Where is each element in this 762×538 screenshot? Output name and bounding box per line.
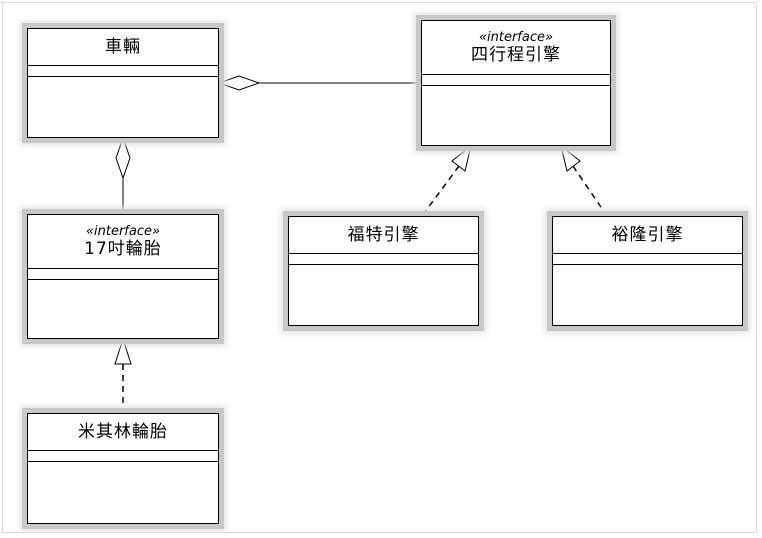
class-yulon-engine-operations (553, 265, 742, 325)
realization-arrowhead-yulon-engine (560, 144, 581, 172)
class-tire-name: 17吋輪胎 (84, 238, 162, 259)
class-michelin-tire-name: 米其林輪胎 (78, 422, 168, 442)
aggregation-diamond-vehicle-engine (217, 75, 261, 91)
class-vehicle-operations (28, 77, 218, 137)
class-ford-engine-name: 福特引擎 (347, 225, 420, 245)
aggregation-diamond-vehicle-tire (115, 136, 131, 180)
realization-arrowhead-michelin-tire (114, 337, 132, 365)
realization-arrowhead-ford-engine (451, 144, 472, 172)
class-yulon-engine-header: 裕隆引擎 (553, 217, 742, 254)
class-michelin-tire-header: 米其林輪胎 (28, 414, 218, 451)
class-michelin-tire[interactable]: 米其林輪胎 (27, 413, 219, 524)
class-engine[interactable]: «interface» 四行程引擎 (421, 20, 611, 146)
class-ford-engine-attributes (289, 254, 478, 265)
class-vehicle[interactable]: 車輛 (27, 28, 219, 138)
class-ford-engine[interactable]: 福特引擎 (288, 216, 479, 326)
class-vehicle-header: 車輛 (28, 29, 218, 66)
class-engine-header: «interface» 四行程引擎 (422, 21, 610, 75)
class-ford-engine-operations (289, 265, 478, 325)
class-tire-operations (28, 280, 218, 338)
class-tire-stereotype: «interface» (85, 223, 161, 239)
realization-line-ford-engine (421, 165, 460, 217)
class-michelin-tire-operations (28, 462, 218, 523)
class-engine-attributes (422, 75, 610, 86)
class-tire-attributes (28, 269, 218, 280)
class-vehicle-attributes (28, 66, 218, 77)
class-engine-name: 四行程引擎 (471, 44, 561, 65)
class-engine-operations (422, 86, 610, 145)
class-michelin-tire-attributes (28, 451, 218, 462)
class-tire-header: «interface» 17吋輪胎 (28, 215, 218, 269)
diagram-frame (2, 2, 757, 533)
class-yulon-engine-name: 裕隆引擎 (611, 225, 684, 245)
class-yulon-engine-attributes (553, 254, 742, 265)
class-yulon-engine[interactable]: 裕隆引擎 (552, 216, 743, 326)
realization-line-yulon-engine (572, 165, 608, 217)
class-ford-engine-header: 福特引擎 (289, 217, 478, 254)
class-engine-stereotype: «interface» (478, 29, 554, 45)
class-vehicle-name: 車輛 (105, 37, 141, 57)
class-tire[interactable]: «interface» 17吋輪胎 (27, 214, 219, 339)
